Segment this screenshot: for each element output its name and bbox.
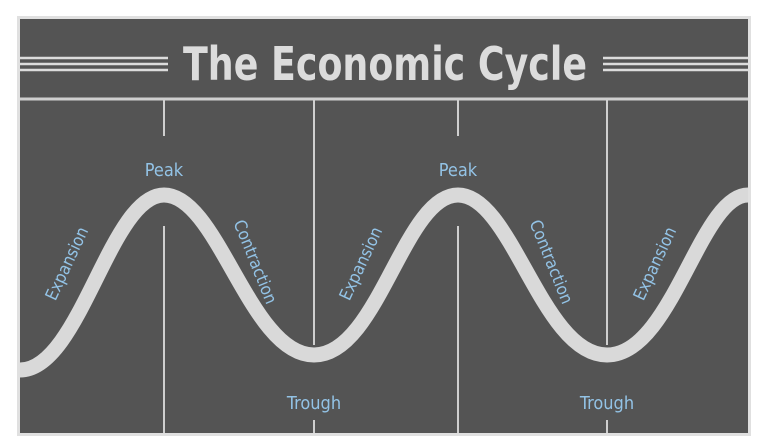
title-decoration-left	[20, 56, 168, 72]
phase-divider-lines	[163, 100, 608, 433]
diagram-panel	[20, 19, 748, 433]
title-decoration-right	[603, 56, 748, 72]
diagram-title: The Economic Cycle	[183, 37, 587, 91]
peak-label-2: Peak	[439, 160, 478, 181]
trough-label-1: Trough	[286, 393, 341, 414]
peak-label-1: Peak	[145, 160, 184, 181]
cycle-curve	[18, 187, 750, 378]
trough-label-2: Trough	[579, 393, 634, 414]
